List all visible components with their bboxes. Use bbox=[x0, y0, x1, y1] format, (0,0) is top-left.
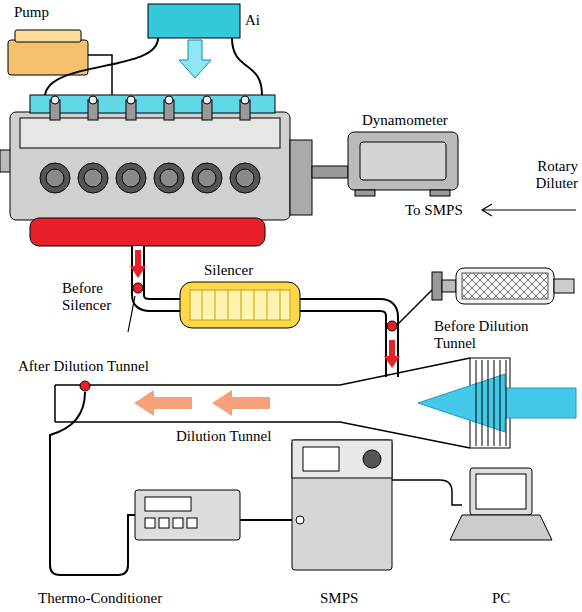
cylinder bbox=[122, 169, 140, 187]
injector bbox=[203, 96, 211, 104]
air-supply bbox=[45, 4, 262, 95]
button bbox=[145, 518, 155, 528]
smps bbox=[292, 440, 392, 570]
label: SMPS bbox=[320, 590, 358, 607]
sample-point bbox=[80, 381, 90, 391]
injector bbox=[241, 96, 249, 104]
baffle bbox=[202, 290, 203, 320]
sample-point bbox=[387, 321, 397, 331]
cylinder bbox=[192, 163, 222, 193]
cylinder bbox=[78, 163, 108, 193]
sample-hose bbox=[50, 392, 135, 575]
button bbox=[187, 518, 197, 528]
rotary-diluter bbox=[432, 268, 574, 304]
baffle bbox=[228, 290, 229, 320]
label: Dynamometer bbox=[362, 112, 448, 129]
dynamometer bbox=[348, 132, 458, 196]
cylinder bbox=[46, 169, 64, 187]
exhaust-pipe bbox=[130, 246, 400, 377]
injector bbox=[51, 96, 59, 104]
injector bbox=[127, 96, 135, 104]
cylinder bbox=[84, 169, 102, 187]
filter-mesh bbox=[482, 360, 483, 446]
cylinder bbox=[236, 169, 254, 187]
filter-mesh bbox=[488, 360, 489, 446]
to-smps-arrow bbox=[482, 204, 576, 216]
label: To SMPS bbox=[405, 202, 463, 219]
label: Silencer bbox=[204, 262, 253, 279]
pump bbox=[8, 30, 112, 95]
label: Dilution Tunnel bbox=[176, 428, 271, 445]
button bbox=[173, 518, 183, 528]
button bbox=[159, 518, 169, 528]
label: After Dilution Tunnel bbox=[18, 358, 149, 375]
engine bbox=[0, 95, 348, 246]
filter-mesh bbox=[494, 360, 495, 446]
pc bbox=[450, 468, 552, 540]
probe-line bbox=[128, 296, 135, 332]
label: Before Dilution Tunnel bbox=[434, 318, 546, 352]
label: Ai bbox=[245, 12, 260, 29]
cylinder bbox=[160, 169, 178, 187]
filter-mesh bbox=[500, 360, 501, 446]
cylinder bbox=[40, 163, 70, 193]
probe-line bbox=[396, 286, 436, 326]
label: Before Silencer bbox=[62, 280, 124, 314]
label: PC bbox=[492, 590, 510, 607]
baffle bbox=[215, 290, 216, 320]
cylinder bbox=[116, 163, 146, 193]
cylinder bbox=[198, 169, 216, 187]
injector bbox=[89, 96, 97, 104]
filter-mesh bbox=[476, 360, 477, 446]
label: Thermo-Conditioner bbox=[38, 590, 162, 607]
sample-hose bbox=[240, 519, 296, 521]
baffle bbox=[241, 290, 242, 320]
baffle bbox=[254, 290, 255, 320]
cylinder bbox=[230, 163, 260, 193]
sample-point bbox=[133, 283, 143, 293]
thermo-conditioner bbox=[135, 490, 240, 540]
data-cable bbox=[392, 480, 462, 505]
silencer bbox=[180, 282, 300, 328]
label: Rotary Diluter bbox=[512, 158, 578, 192]
label: Pump bbox=[14, 4, 49, 21]
baffle bbox=[280, 290, 281, 320]
injector bbox=[165, 96, 173, 104]
filter-mesh bbox=[506, 360, 507, 446]
cylinder bbox=[154, 163, 184, 193]
baffle bbox=[267, 290, 268, 320]
